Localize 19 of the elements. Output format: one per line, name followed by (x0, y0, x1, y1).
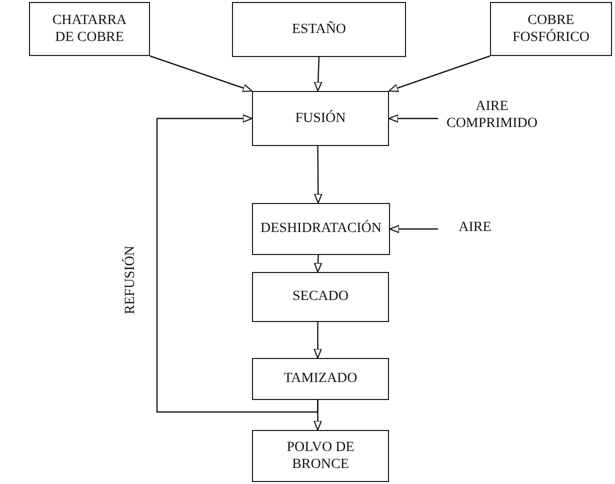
arrow (314, 322, 322, 359)
process-box: ESTAÑO (232, 2, 406, 57)
process-box: DESHIDRATACIÓN (252, 203, 390, 255)
process-box: TAMIZADO (252, 358, 389, 400)
arrow (389, 224, 438, 234)
input-label: AIRE (458, 219, 492, 237)
process-box: CHATARRA DE COBRE (29, 2, 150, 56)
process-box: SECADO (252, 272, 389, 322)
input-label: AIRE COMPRIMIDO (445, 98, 538, 132)
process-box: FUSIÓN (252, 91, 389, 146)
arrow (388, 55, 490, 92)
arrow (314, 56, 322, 92)
arrow (388, 114, 438, 123)
arrow (156, 114, 318, 413)
process-box: POLVO DE BRONCE (252, 430, 389, 482)
arrow (314, 146, 322, 204)
arrow (314, 254, 322, 273)
process-box: COBRE FOSFÓRICO (490, 2, 612, 56)
arrow (150, 55, 253, 92)
